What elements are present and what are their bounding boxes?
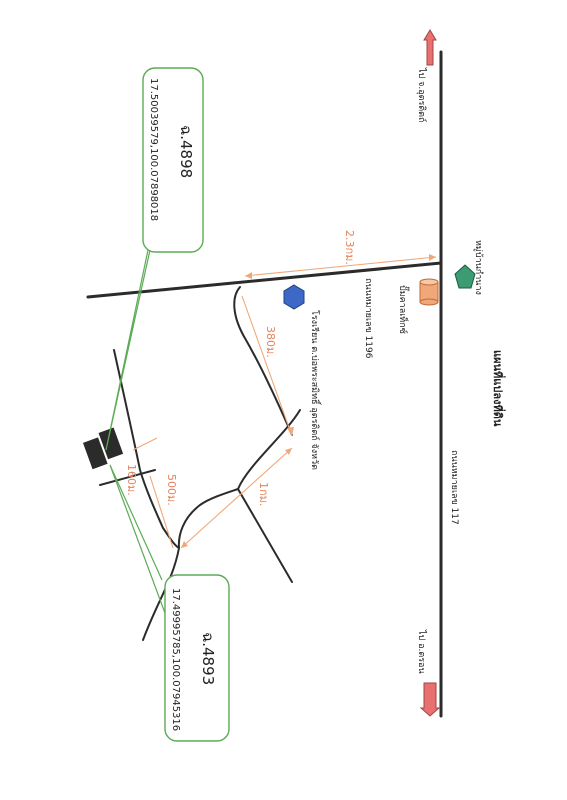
side-road-a [233,286,293,436]
dim-line-1km [180,447,293,549]
plot-coords-4893: 17.49995785,100.07945316 [170,588,181,731]
side-road-c [237,488,293,583]
to-north-label: ไป จ.อุตรดิตถ์ [416,67,428,122]
pentagon-icon [454,264,476,289]
dist-label-380m: 380ม. [264,326,277,358]
dim-line-500m [149,475,174,549]
plot-callout-4898: ฉ.4898 17.50039579,100.07898018 [105,67,204,451]
road-117-label: ถนนหมายเลข 117 [449,450,459,525]
dist-label-23km: 2.3กม. [343,230,356,265]
dist-label-160m: 160ม. [125,464,138,496]
land-plots [82,427,124,470]
plot-coords-4898: 17.50039579,100.07898018 [148,78,159,221]
plot-id-4898: ฉ.4898 [177,125,195,178]
cylinder-icon [419,278,439,306]
school-label: โรงเรียน ต.บ่อพระสมิทธิ์ อุตรดิตถ์ จังหว… [309,310,322,470]
plot-4893 [98,427,124,460]
dimension-lines [132,254,437,549]
dist-label-500m: 500ม. [165,474,178,506]
gas-station-label: ปั๊มคาลเท็กซ์ [397,285,410,334]
road-1196-label: ถนนหมายเลข 1196 [363,278,373,359]
dim-line-160m [132,437,158,451]
plot-callout-4893: ฉ.4893 17.49995785,100.07945316 [109,464,230,742]
road-1196 [86,261,443,299]
south-arrow-icon [419,682,441,717]
dim-line-23km [244,256,437,277]
dist-label-1km: 1กม. [257,482,270,506]
hexagon-icon [283,284,305,310]
to-south-label: ไป อ.ตรอน [416,629,427,674]
dim-line-380m [241,295,293,437]
plot-access-line [99,469,156,486]
plot-4898 [82,437,108,470]
village-label: หมู่บ้านกำนาง [473,240,484,295]
side-road-d [113,349,180,549]
map-title: แผนที่แปลงที่ดิน [491,350,506,427]
north-arrow-icon [423,29,437,66]
plot-id-4893: ฉ.4893 [199,632,217,685]
